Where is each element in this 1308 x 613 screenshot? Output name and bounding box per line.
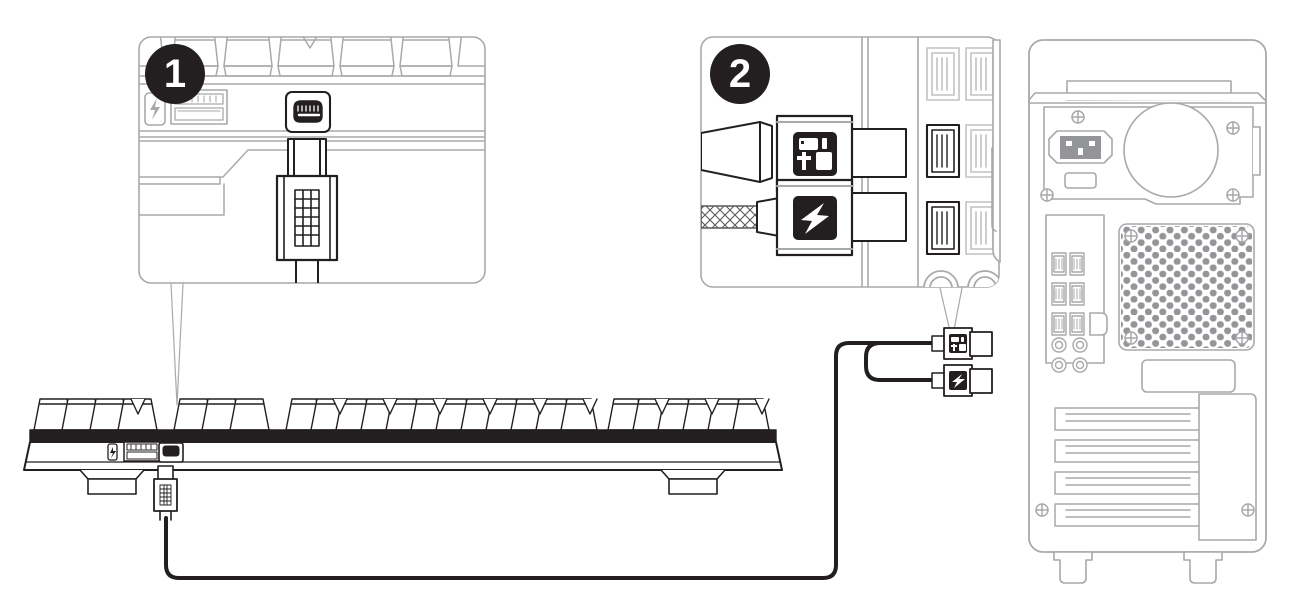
callout-1-leader: [170, 283, 184, 406]
cable-branch-power: [864, 341, 936, 382]
psu-switch[interactable]: [1064, 172, 1097, 189]
fan-screws: [1124, 229, 1249, 345]
keyboard-usb-passthrough[interactable]: [107, 441, 161, 462]
mini-usb-connector[interactable]: [153, 465, 178, 521]
y-split-usb-cable: [153, 327, 993, 580]
usb-a-data-connector[interactable]: [931, 327, 993, 360]
usb-a-data-connector-zoomed[interactable]: [701, 114, 907, 193]
usb-a-power-connector-zoomed[interactable]: [701, 178, 907, 257]
psu-fan: [1123, 102, 1219, 198]
display-port[interactable]: [1089, 312, 1108, 336]
tower-top-lip: [1028, 92, 1267, 102]
keyboard-mini-usb-socket[interactable]: [158, 442, 184, 463]
tower-left-side: [992, 39, 1001, 263]
mini-usb-port-highlight: [284, 90, 332, 134]
tower-blank-panel: [1141, 359, 1236, 393]
tower-usb-ports[interactable]: [1051, 252, 1085, 336]
expansion-slots: [1054, 407, 1201, 527]
callout-2-badge: 2: [710, 44, 770, 104]
tower-bottom-screws: [1035, 503, 1255, 517]
usb-a-power-connector[interactable]: [931, 364, 993, 397]
psu-screws: [1040, 110, 1240, 202]
callout-1-keyboard-underside: [139, 149, 485, 216]
desktop-pc-tower: [991, 39, 1267, 584]
mechanical-keyboard: [23, 398, 783, 495]
audio-jacks[interactable]: [1051, 337, 1088, 373]
cable-main-run: [164, 341, 936, 580]
mini-usb-connector-zoomed[interactable]: [275, 138, 339, 290]
callout-1-badge: 1: [145, 44, 205, 104]
tower-side-tab: [1252, 126, 1261, 176]
keyboard-feet: [79, 469, 726, 495]
callout-1-number: 1: [164, 52, 186, 96]
keyboard-top-plate: [29, 429, 777, 443]
keyboard-front-face: [23, 441, 783, 471]
tower-feet: [1053, 551, 1223, 584]
callout-2-number: 2: [729, 52, 751, 96]
power-inlet-c14[interactable]: [1048, 130, 1113, 164]
keyboard-keycaps: [33, 398, 770, 431]
tower-side-panel: [1198, 393, 1257, 541]
